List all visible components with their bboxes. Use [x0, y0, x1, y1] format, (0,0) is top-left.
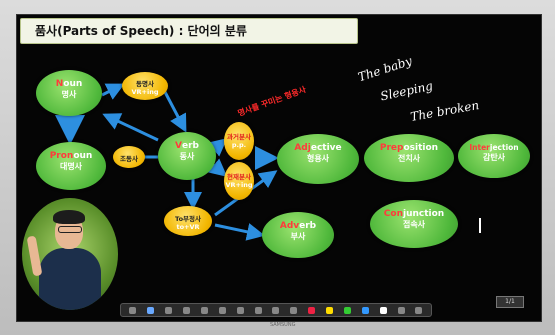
text-icon[interactable] — [218, 306, 226, 314]
presenter-glasses — [58, 226, 82, 233]
blue-color-icon[interactable] — [361, 306, 369, 314]
marker-icon[interactable] — [183, 306, 191, 314]
drawing-toolbar — [120, 303, 432, 317]
node-infinitive: To부정사 to+VR — [164, 206, 212, 236]
white-color-icon[interactable] — [379, 306, 387, 314]
close-icon[interactable] — [415, 306, 423, 314]
shape-icon[interactable] — [236, 306, 244, 314]
arrow-verb-presp — [207, 158, 228, 177]
arrow-gerund-verb — [163, 91, 187, 133]
eraser-icon[interactable] — [200, 306, 208, 314]
pen-icon[interactable] — [165, 306, 173, 314]
node-interjection: Interjection 감탄사 — [458, 134, 530, 178]
monitor-brand: SAMSUNG — [270, 322, 296, 328]
node-preposition: Preposition 전치사 — [364, 134, 454, 182]
presenter-body — [39, 248, 101, 310]
select-icon[interactable] — [147, 306, 155, 314]
node-auxiliary: 조동사 — [113, 146, 145, 168]
node-conjunction: Conjunction 접속사 — [370, 200, 458, 248]
arrow-infinitive-adverb — [214, 223, 265, 241]
presenter-webcam — [22, 198, 118, 310]
node-pronoun: Pronoun 대명사 — [36, 142, 106, 190]
image-icon[interactable] — [254, 306, 262, 314]
presenter-hair — [53, 210, 85, 224]
red-color-icon[interactable] — [308, 306, 316, 314]
page-title: 품사(Parts of Speech) : 단어의 분류 — [35, 24, 247, 38]
redo-icon[interactable] — [290, 306, 298, 314]
slide-title-bar: 품사(Parts of Speech) : 단어의 분류 — [20, 18, 358, 44]
green-color-icon[interactable] — [343, 306, 351, 314]
yellow-color-icon[interactable] — [326, 306, 334, 314]
node-gerund: 동명사 VR+ing — [122, 72, 168, 100]
node-noun: Noun 명사 — [36, 70, 102, 116]
page-indicator[interactable]: 1/1 — [496, 296, 524, 308]
presenter-arm — [26, 235, 43, 277]
node-adverb: Adverb 부사 — [262, 212, 334, 258]
settings-icon[interactable] — [397, 306, 405, 314]
node-verb: Verb 동사 — [158, 132, 216, 180]
node-past-participle: 과거분사 p.p. — [224, 122, 254, 160]
node-adjective: Adjective 형용사 — [277, 134, 359, 184]
undo-icon[interactable] — [272, 306, 280, 314]
arrow-verb-pp — [207, 138, 228, 157]
menu-icon[interactable] — [129, 306, 137, 314]
node-present-participle: 현재분사 VR+ing — [224, 162, 254, 200]
arrow-noun-gerund — [101, 83, 125, 100]
text-cursor — [479, 218, 481, 233]
arrow-verb-noun — [102, 113, 159, 142]
